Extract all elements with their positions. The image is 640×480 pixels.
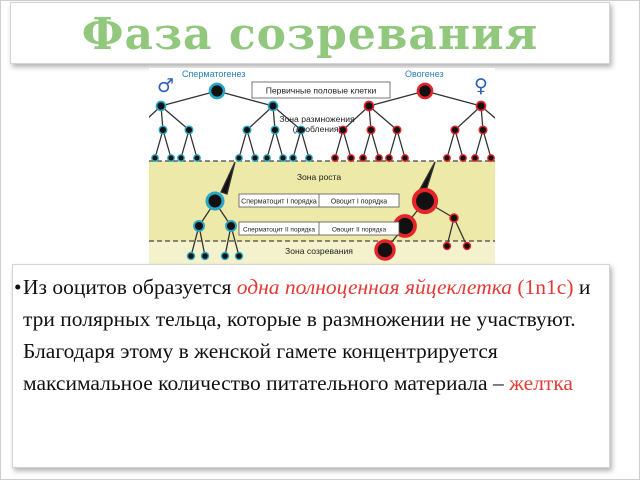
text-part-2: и три полярных тельца, которые в размнож… [23, 275, 591, 395]
spermatocyte-2-cell [193, 220, 205, 232]
male-cell [151, 154, 159, 162]
female-cell [487, 154, 495, 162]
female-cell [478, 125, 488, 135]
female-cell [366, 125, 376, 135]
slide-title: Фаза созревания [81, 9, 539, 60]
text-box: •Из ооцитов образуется одна полноценная … [12, 264, 610, 468]
spermatocyte-1-cell [205, 191, 225, 211]
oocyte-1-cell [411, 187, 439, 215]
male-cell [251, 154, 259, 162]
gametogenesis-diagram: Сперматогенез Овогенез ♂ ♀ Первичные пол… [149, 68, 495, 266]
title-box: Фаза созревания [10, 2, 610, 64]
male-cell [235, 154, 243, 162]
male-cell [267, 100, 279, 112]
egg-cell [374, 239, 396, 261]
maturation-zone-label: Зона созревания [285, 246, 353, 256]
growth-arrow [220, 161, 236, 195]
male-symbol-icon: ♂ [157, 75, 174, 97]
female-cell [363, 100, 375, 112]
female-cell [475, 100, 487, 112]
spermatid-cell [234, 251, 244, 261]
spermatocyte-1-label: Сперматоцит I порядка [241, 199, 317, 206]
male-cell [263, 154, 271, 162]
growth-zone-label: Зона роста [297, 172, 342, 182]
polar-body-cell [462, 241, 472, 251]
text-highlight-egg: одна полноценная яйцеклетка [236, 275, 512, 299]
male-cell [279, 154, 287, 162]
spermatid-cell [186, 251, 196, 261]
male-cell [158, 125, 168, 135]
body-paragraph: •Из ооцитов образуется одна полноценная … [14, 271, 608, 399]
female-cell [385, 154, 393, 162]
reproduction-zone-sublabel: (дробления) [293, 124, 342, 134]
bullet: • [14, 275, 22, 299]
female-label: Овогенез [405, 69, 444, 79]
female-cell [392, 125, 402, 135]
female-cell [338, 125, 348, 135]
female-cell [459, 154, 467, 162]
male-cell [296, 125, 306, 135]
female-primary-cell [416, 82, 434, 100]
reproduction-zone-label: Зона размножения [279, 114, 355, 124]
primary-cells-label: Первичные половые клетки [266, 86, 377, 96]
polar-body-cell [442, 241, 452, 251]
text-highlight-yolk: желтка [509, 371, 573, 395]
male-cell [167, 154, 175, 162]
male-label: Сперматогенез [182, 69, 245, 79]
female-cell [450, 125, 460, 135]
male-cell [305, 154, 313, 162]
female-cell [347, 154, 355, 162]
male-cell [242, 125, 252, 135]
spermatid-cell [220, 251, 230, 261]
female-cell [331, 154, 339, 162]
male-cell [184, 125, 194, 135]
male-primary-cell [208, 82, 226, 100]
text-highlight-formula: (1n1c) [517, 275, 574, 299]
male-cell [177, 154, 185, 162]
female-cell [443, 154, 451, 162]
oocyte-2-label: Овоцит II порядка [332, 227, 387, 234]
spermatocyte-2-cell [225, 220, 237, 232]
male-cell [270, 125, 280, 135]
female-cell [375, 154, 383, 162]
polar-body-cell [449, 213, 459, 223]
male-cell [155, 100, 167, 112]
female-symbol-icon: ♀ [474, 75, 488, 97]
male-cell [289, 154, 297, 162]
spermatocyte-2-label: Сперматоцит II порядка [243, 227, 315, 234]
oocyte-1-label: Овоцит I порядка [331, 199, 388, 206]
female-cell [401, 154, 409, 162]
female-cell [471, 154, 479, 162]
male-cell [193, 154, 201, 162]
text-part-1: Из ооцитов образуется [23, 275, 237, 299]
female-cell [359, 154, 367, 162]
spermatid-cell [200, 251, 210, 261]
